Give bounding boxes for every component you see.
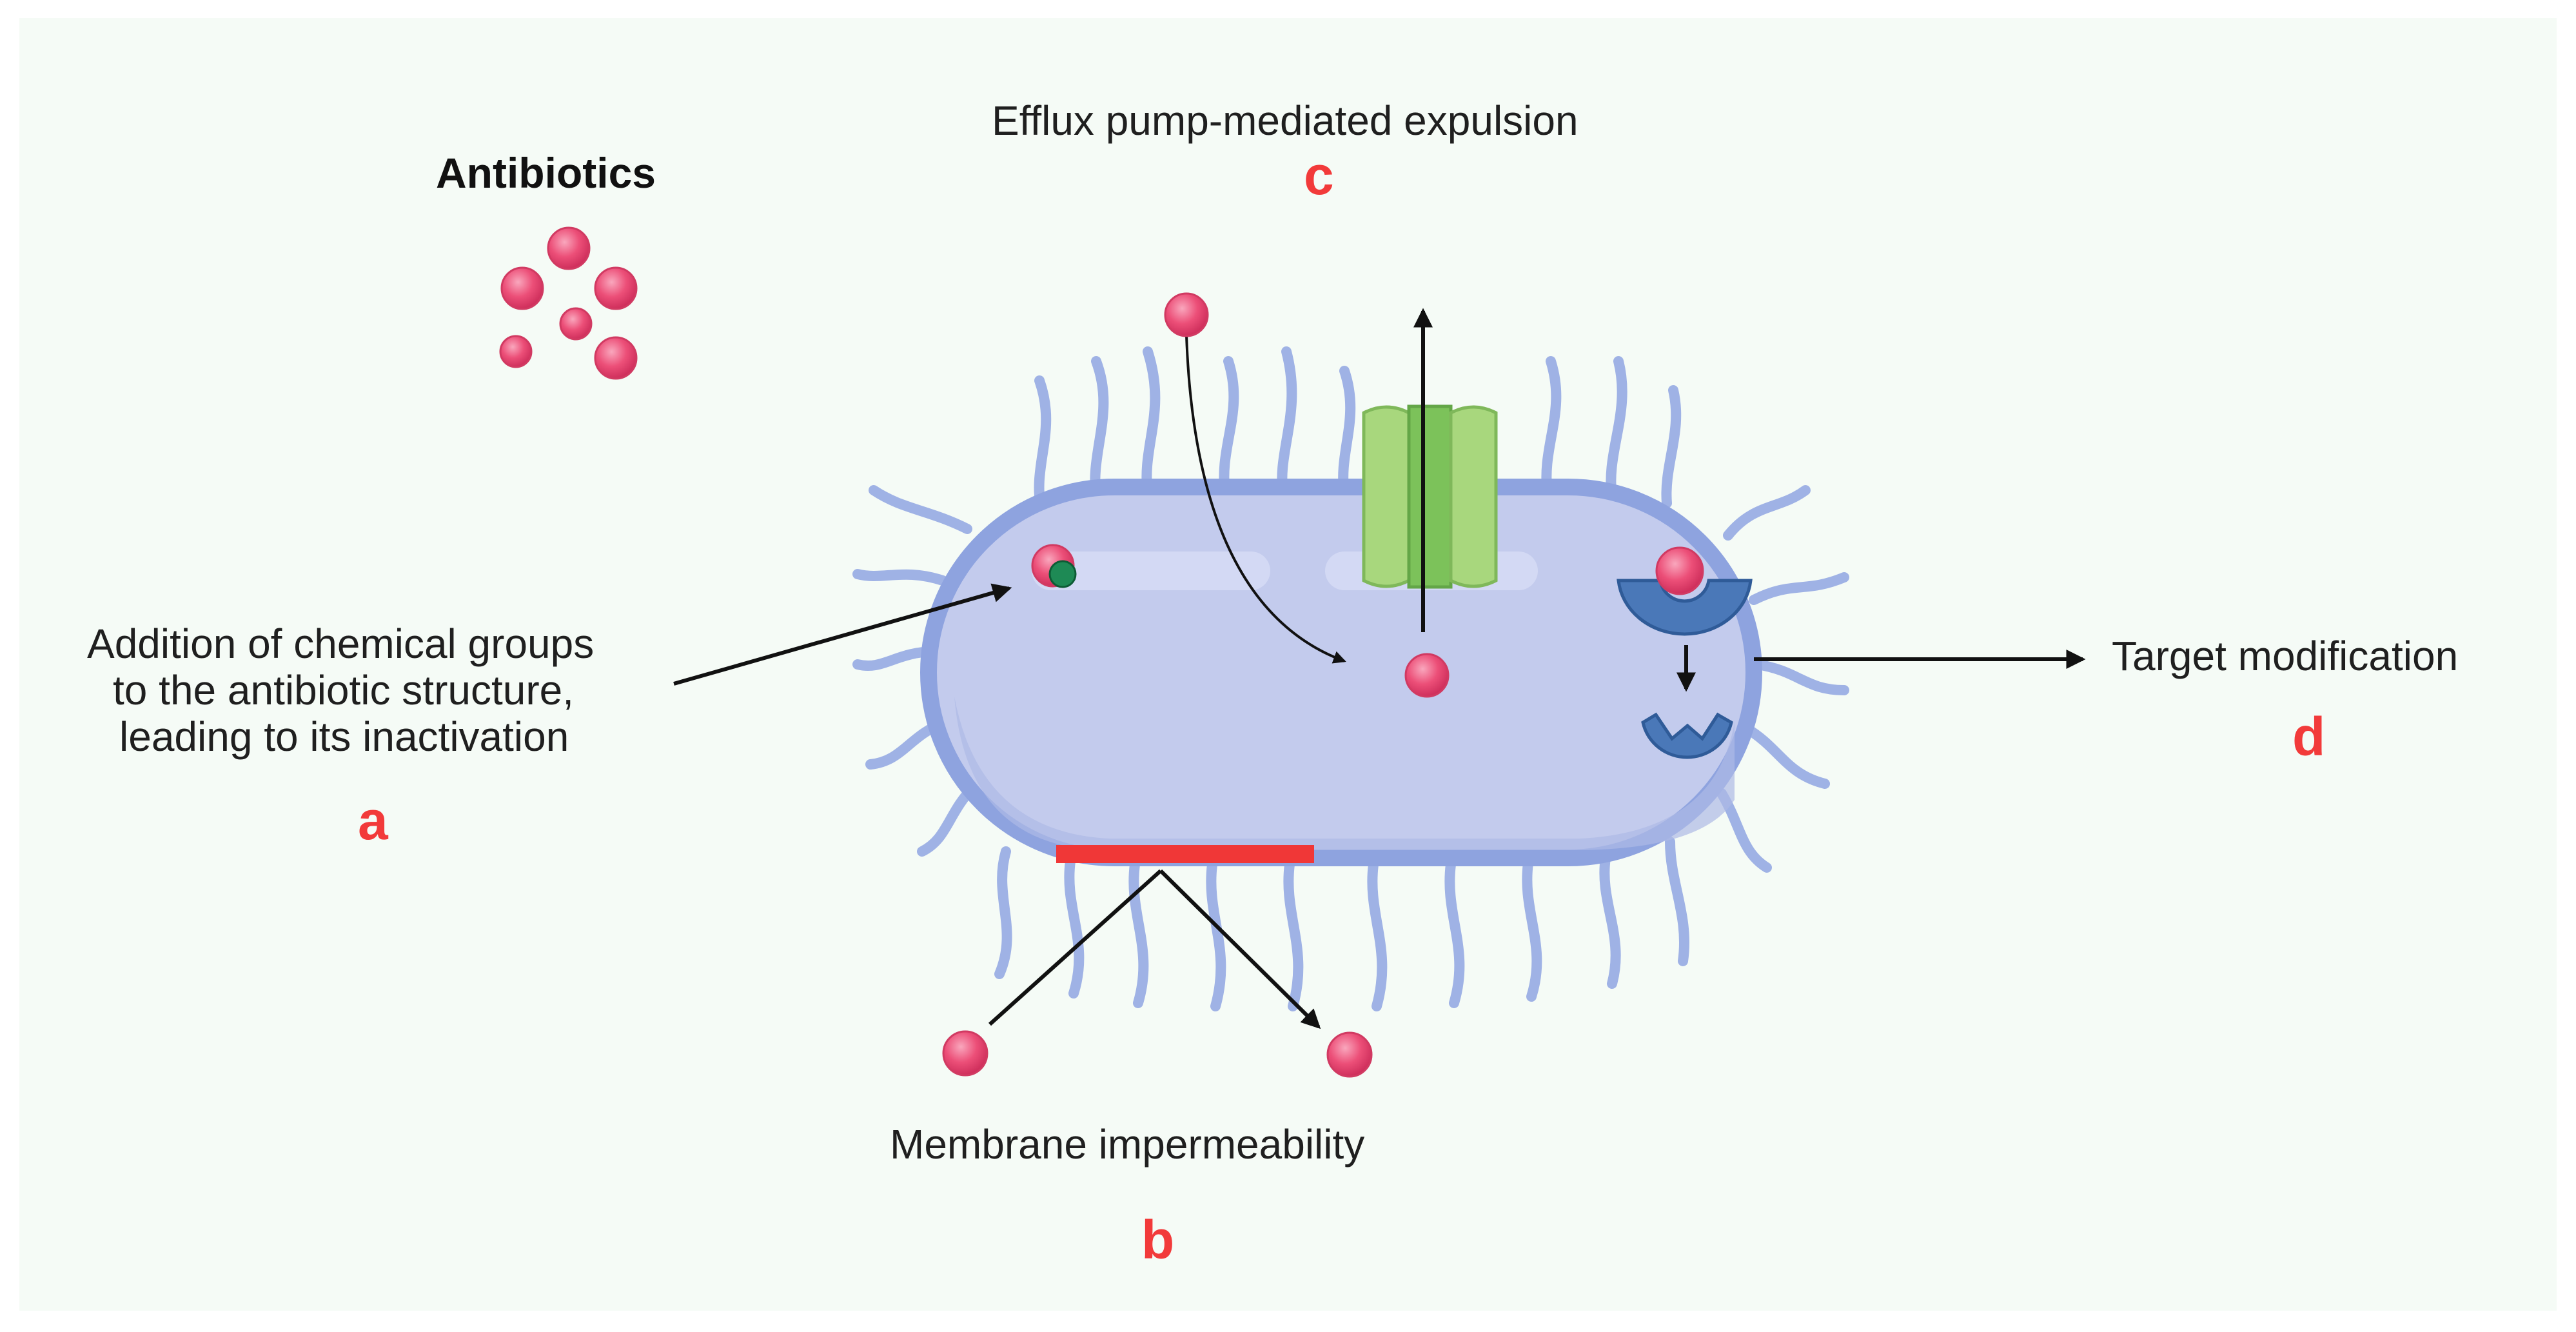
label-a-line-1: Addition of chemical groups	[87, 621, 595, 667]
pili-group	[852, 346, 1849, 1011]
antibiotic-molecule-icon	[1655, 546, 1704, 595]
antibiotic-molecule-icon	[1404, 653, 1450, 698]
pilus	[1034, 375, 1052, 515]
inactivated-antibiotic-icon	[1031, 544, 1077, 588]
pilus	[1277, 346, 1297, 499]
arrow-b-right	[1159, 869, 1321, 1029]
label-d: Target modification	[2112, 633, 2459, 679]
antibiotic-molecule-icon	[594, 266, 638, 310]
membrane-barrier-icon	[1056, 845, 1314, 863]
arrows	[673, 308, 2086, 1029]
antibiotic-molecule-icon	[499, 335, 533, 368]
pilus	[1367, 859, 1388, 1011]
label-b: Membrane impermeability	[890, 1121, 1365, 1168]
chemical-group-icon	[1048, 560, 1077, 588]
letter-d: d	[2292, 706, 2326, 767]
cell-highlight-left	[1032, 552, 1270, 590]
antibiotic-molecules	[499, 226, 1704, 1078]
pilus	[1606, 356, 1627, 502]
pilus	[1661, 385, 1682, 508]
arrow-entry	[1185, 335, 1346, 664]
pilus	[1338, 366, 1356, 499]
pilus	[1283, 859, 1304, 1011]
letter-b: b	[1141, 1209, 1175, 1270]
pilus	[1522, 858, 1542, 1002]
efflux-pump-icon	[1362, 404, 1498, 589]
antibiotics-heading: Antibiotics	[436, 149, 656, 197]
pilus	[1749, 572, 1849, 605]
letter-a: a	[358, 790, 388, 851]
letter-c: c	[1304, 145, 1334, 206]
label-a-line-3: leading to its inactivation	[119, 713, 569, 760]
pilus	[994, 846, 1012, 979]
antibiotic-molecule-icon	[559, 307, 593, 341]
target-protein-icon	[1617, 579, 1753, 759]
pilus	[1742, 724, 1830, 789]
pilus	[869, 485, 972, 534]
arrow-a	[673, 583, 1012, 686]
antibiotic-molecule-icon	[547, 226, 591, 270]
pilus	[1723, 485, 1811, 541]
pilus	[1064, 856, 1085, 999]
antibiotic-molecule-icon	[1164, 292, 1209, 337]
arrow-b-left	[988, 869, 1163, 1026]
antibiotic-molecule-icon	[594, 336, 638, 380]
pilus	[1665, 837, 1690, 966]
antibiotic-molecule-icon	[500, 266, 544, 310]
label-a-line-2: to the antibiotic structure,	[113, 667, 575, 713]
pilus	[1206, 859, 1226, 1011]
antibiotic-molecule-icon	[942, 1030, 988, 1077]
pilus	[1141, 346, 1161, 499]
pilus	[852, 569, 948, 586]
pilus	[1599, 853, 1621, 989]
cell-wall	[920, 479, 1762, 866]
pilus	[1752, 659, 1849, 695]
label-c: Efflux pump-mediated expulsion	[992, 97, 1578, 144]
antibiotic-molecule-icon	[1326, 1031, 1373, 1078]
pilus	[1541, 356, 1562, 499]
bacterial-cell	[920, 479, 1762, 866]
pilus	[1128, 859, 1149, 1008]
pilus	[1219, 356, 1239, 499]
pilus	[1444, 859, 1465, 1008]
cell-shade	[954, 697, 1735, 850]
